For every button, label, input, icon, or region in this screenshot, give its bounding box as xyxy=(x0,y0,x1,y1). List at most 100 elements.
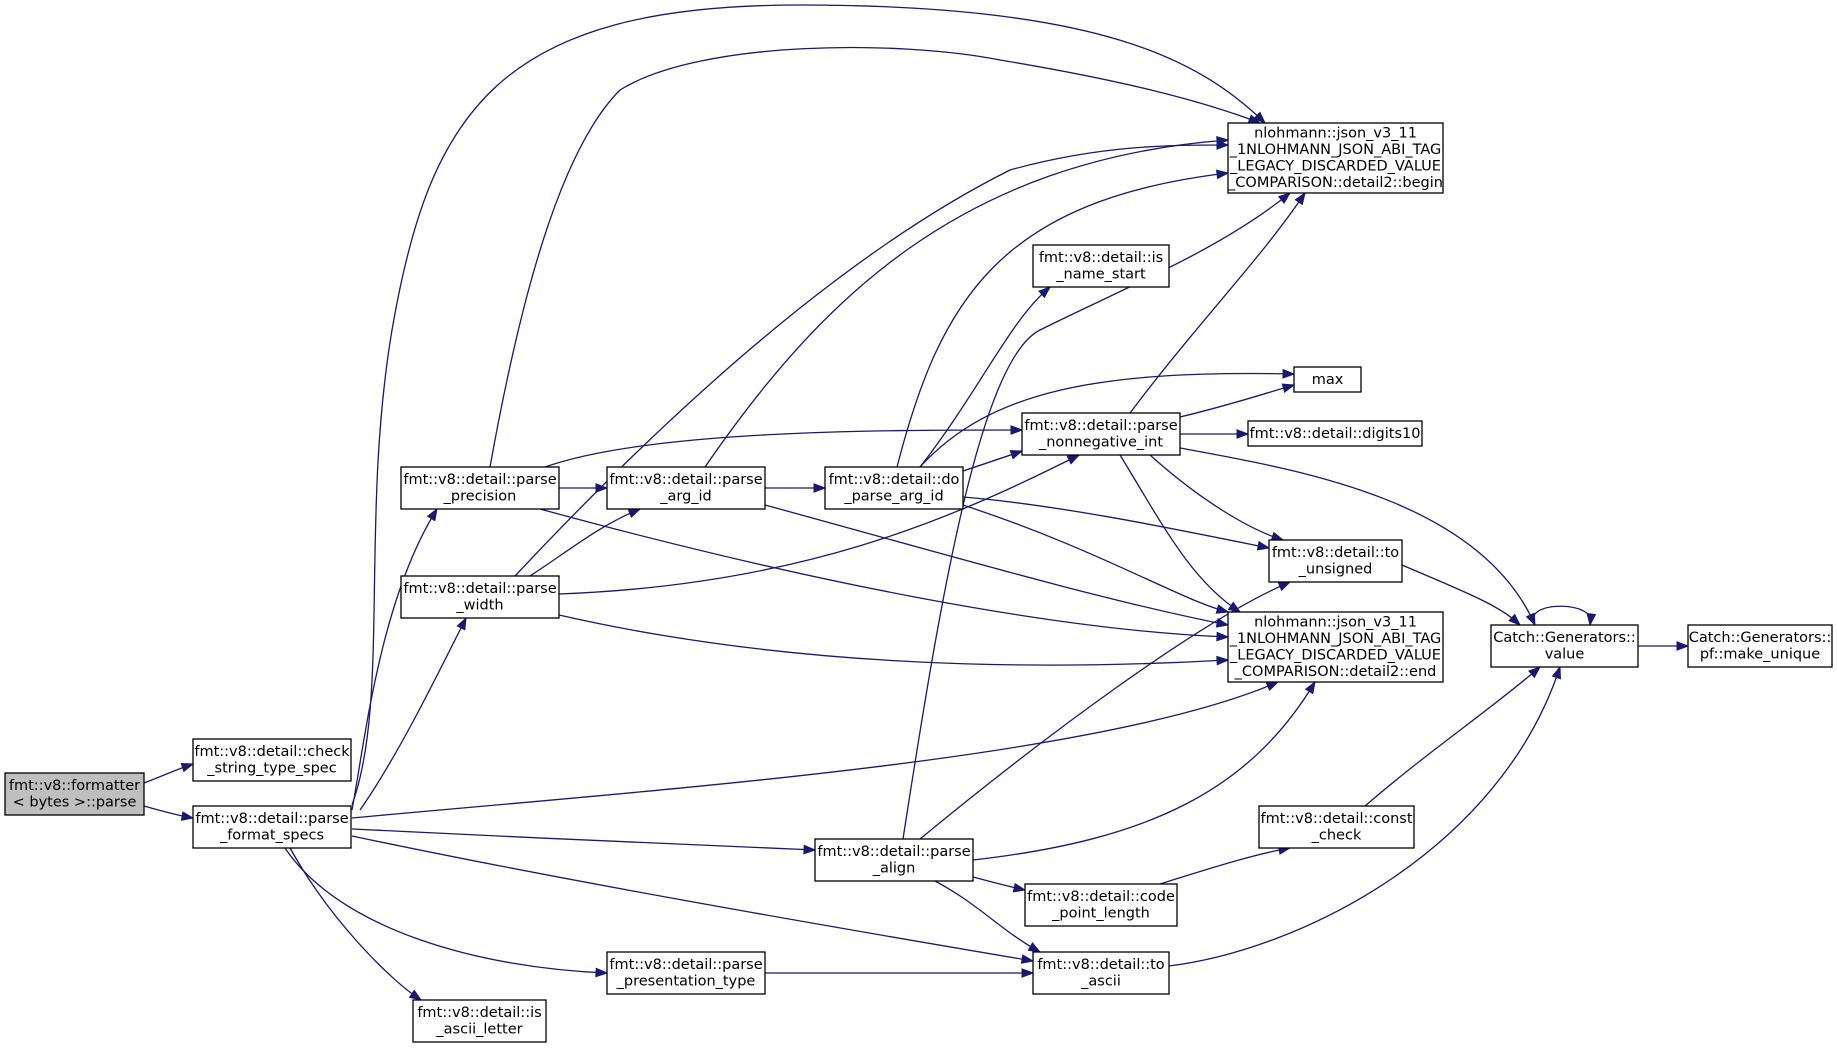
node-label-line: fmt::v8::detail::is xyxy=(1039,250,1163,266)
edge-pfs-to-begin xyxy=(351,4,1267,806)
node-doparse[interactable]: fmt::v8::detail::do_parse_arg_id xyxy=(824,466,964,510)
node-label-line: _1NLOHMANN_JSON_ABI_TAG xyxy=(1229,631,1442,647)
node-box xyxy=(1293,366,1362,393)
edge-align-to-begin xyxy=(902,192,1292,840)
node-label-line: fmt::v8::detail::to xyxy=(1037,957,1164,973)
node-label-line: < bytes >::parse xyxy=(13,795,137,811)
node-label-line: _precision xyxy=(443,489,517,505)
node-end[interactable]: nlohmann::json_v3_11_1NLOHMANN_JSON_ABI_… xyxy=(1227,611,1444,683)
node-label-line: _LEGACY_DISCARDED_VALUE xyxy=(1229,159,1441,175)
node-max[interactable]: max xyxy=(1293,366,1362,393)
node-box xyxy=(400,575,560,619)
edge-toascii-to-value xyxy=(1168,665,1561,967)
edge-pfs-to-toascii xyxy=(351,835,1035,964)
node-box xyxy=(1247,420,1423,447)
node-label-line: fmt::v8::detail::do xyxy=(829,472,960,488)
node-label-line: fmt::v8::detail::parse xyxy=(609,957,762,973)
node-label-line: _COMPARISON::detail2::begin xyxy=(1227,175,1443,191)
edge-argid-to-begin xyxy=(704,135,1230,468)
edge-pfs-to-prec xyxy=(351,507,438,811)
edge-nonneg-to-value xyxy=(1179,447,1536,627)
node-label-line: _point_length xyxy=(1051,906,1150,922)
node-box xyxy=(1032,244,1170,288)
node-ptype[interactable]: fmt::v8::detail::parse_presentation_type xyxy=(606,951,766,995)
node-box xyxy=(1024,883,1178,927)
node-label-line: _check xyxy=(1311,828,1362,844)
node-value[interactable]: Catch::Generators::value xyxy=(1490,624,1639,668)
node-label-line: _width xyxy=(455,598,503,614)
node-pfs[interactable]: fmt::v8::detail::parse_format_specs xyxy=(192,805,352,849)
node-label-line: pf::make_unique xyxy=(1700,647,1820,663)
node-box xyxy=(606,951,766,995)
edge-pfs-to-ascii_letter xyxy=(289,847,423,1001)
node-box xyxy=(1227,611,1444,683)
node-constcheck[interactable]: fmt::v8::detail::const_check xyxy=(1258,805,1415,849)
node-box xyxy=(4,772,145,816)
edge-align-to-codepoint xyxy=(972,876,1027,893)
node-root[interactable]: fmt::v8::formatter< bytes >::parse xyxy=(4,772,145,816)
node-label-line: _ascii xyxy=(1080,974,1121,990)
node-label-line: fmt::v8::detail::code xyxy=(1027,889,1175,905)
edge-constcheck-to-value xyxy=(1364,666,1542,807)
node-label-line: _nonnegative_int xyxy=(1038,435,1163,451)
node-begin[interactable]: nlohmann::json_v3_11_1NLOHMANN_JSON_ABI_… xyxy=(1227,122,1444,194)
node-label-line: fmt::v8::detail::check xyxy=(194,744,350,760)
node-box xyxy=(1490,624,1639,668)
node-toascii[interactable]: fmt::v8::detail::to_ascii xyxy=(1032,951,1170,995)
node-makeunique[interactable]: Catch::Generators::pf::make_unique xyxy=(1687,624,1833,668)
node-nonneg[interactable]: fmt::v8::detail::parse_nonnegative_int xyxy=(1021,412,1181,456)
node-label-line: nlohmann::json_v3_11 xyxy=(1254,615,1417,631)
node-width[interactable]: fmt::v8::detail::parse_width xyxy=(400,575,560,619)
edge-doparse-to-nonneg xyxy=(962,450,1024,472)
node-label-line: Catch::Generators:: xyxy=(1493,630,1636,646)
edge-width-to-begin xyxy=(514,140,1230,577)
node-label-line: _name_start xyxy=(1055,267,1146,283)
node-label-line: fmt::v8::detail::parse xyxy=(403,581,556,597)
node-box xyxy=(1021,412,1181,456)
edge-argid-to-doparse xyxy=(765,483,827,493)
node-check[interactable]: fmt::v8::detail::check_string_type_spec xyxy=(192,738,352,782)
node-label-line: value xyxy=(1545,647,1585,663)
edge-width-to-end xyxy=(558,614,1230,666)
node-label-line: max xyxy=(1312,372,1344,388)
edge-doparse-to-begin xyxy=(896,169,1230,468)
edge-codepoint-to-constcheck xyxy=(1159,845,1292,885)
edge-align-to-toascii xyxy=(934,880,1042,953)
node-label-line: _ascii_letter xyxy=(435,1022,522,1038)
node-tounsigned[interactable]: fmt::v8::detail::to_unsigned xyxy=(1268,539,1403,583)
node-label-line: fmt::v8::detail::digits10 xyxy=(1250,426,1421,442)
edge-value-to-value xyxy=(1532,605,1597,627)
node-label-line: nlohmann::json_v3_11 xyxy=(1254,126,1417,142)
edge-pfs-to-ptype xyxy=(284,847,609,978)
edge-width-to-nonneg xyxy=(558,454,1081,595)
node-label-line: _presentation_type xyxy=(616,974,756,990)
node-align[interactable]: fmt::v8::detail::parse_align xyxy=(814,838,974,882)
node-box xyxy=(606,466,766,510)
edge-nonneg-to-end xyxy=(1119,454,1242,613)
node-isname[interactable]: fmt::v8::detail::is_name_start xyxy=(1032,244,1170,288)
node-box xyxy=(814,838,974,882)
node-box xyxy=(1032,951,1170,995)
node-label-line: Catch::Generators:: xyxy=(1689,630,1832,646)
node-argid[interactable]: fmt::v8::detail::parse_arg_id xyxy=(606,466,766,510)
edge-pfs-to-width xyxy=(359,616,467,811)
node-prec[interactable]: fmt::v8::detail::parse_precision xyxy=(400,466,560,510)
node-label-line: _format_specs xyxy=(219,828,324,844)
node-label-line: fmt::v8::detail::parse xyxy=(609,472,762,488)
edge-tounsigned-to-value xyxy=(1401,564,1522,626)
node-box xyxy=(192,738,352,782)
edge-prec-to-nonneg xyxy=(544,425,1024,468)
edge-pfs-to-align xyxy=(351,828,817,855)
edge-doparse-to-isname xyxy=(919,286,1052,468)
node-digits10[interactable]: fmt::v8::detail::digits10 xyxy=(1247,420,1423,447)
node-ascii_letter[interactable]: fmt::v8::detail::is_ascii_letter xyxy=(412,999,547,1043)
edge-value-to-makeunique xyxy=(1638,641,1690,651)
edge-nonneg-to-begin xyxy=(1129,191,1306,414)
node-label-line: fmt::v8::detail::parse xyxy=(817,844,970,860)
node-box xyxy=(1258,805,1415,849)
edge-root-to-pfs xyxy=(143,805,195,821)
edge-doparse-to-end xyxy=(962,504,1230,614)
node-codepoint[interactable]: fmt::v8::detail::code_point_length xyxy=(1024,883,1178,927)
edge-doparse-to-max xyxy=(919,368,1296,468)
